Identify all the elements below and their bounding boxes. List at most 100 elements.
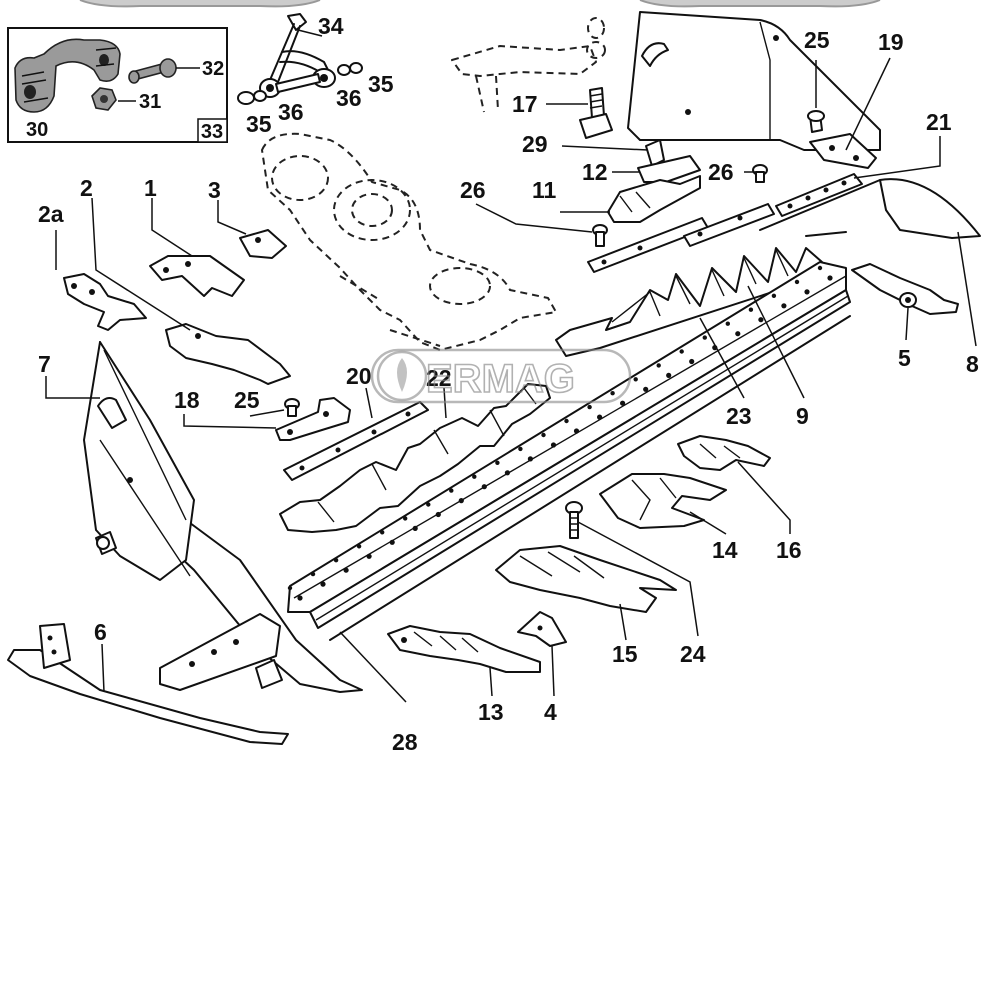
bar-rivet-hole: [403, 516, 408, 521]
bar-rivet-hole: [643, 386, 649, 392]
label-22: 22: [426, 365, 452, 391]
part-2a-hold-down: [55, 230, 147, 331]
part-16-guard: [677, 435, 791, 534]
label-28: 28: [392, 729, 418, 755]
label-25-top: 25: [804, 27, 830, 53]
inner-shoe-base-plate: [159, 613, 283, 691]
label-3: 3: [208, 177, 221, 203]
inset-ref-label: 33: [201, 121, 223, 143]
cutter-bar-beam: [287, 261, 851, 629]
bar-rivet-hole: [495, 460, 500, 465]
bar-rivet-hole: [725, 321, 730, 326]
part-29-clip: [561, 139, 665, 167]
label-7: 7: [38, 351, 51, 377]
part-32-bolt: [128, 58, 200, 84]
label-14: 14: [712, 537, 738, 563]
bar-rivet-hole: [573, 428, 580, 434]
label-18: 18: [174, 387, 200, 413]
bar-rivet-hole: [426, 502, 431, 507]
part-30-bracket: [14, 38, 121, 113]
bar-rivet-hole: [458, 498, 464, 504]
bar-rivet-hole: [356, 544, 362, 549]
bar-rivet-hole: [412, 525, 418, 532]
drive-linkage-dashed: [451, 17, 606, 113]
label-34: 34: [318, 13, 344, 39]
leader-23: [699, 317, 745, 399]
bar-rivet-hole: [527, 456, 534, 462]
bar-rivet-hole: [702, 335, 707, 340]
label-35-right: 35: [368, 71, 394, 97]
part-22-knife-sections: [279, 383, 551, 533]
part-26-left-bolt: [475, 203, 608, 247]
part-25-top-bolt: [807, 60, 825, 133]
part-4-ledger-plate: [517, 611, 567, 697]
label-11: 11: [532, 177, 557, 203]
label-9: 9: [796, 403, 809, 429]
bar-rivet-hole: [472, 474, 477, 479]
label-35-left: 35: [246, 111, 272, 137]
part-14-guard: [599, 473, 727, 535]
bar-rivet-hole: [771, 293, 777, 298]
part-31-nut: [91, 87, 136, 111]
label-32: 32: [202, 58, 224, 80]
part-15-guard: [495, 545, 677, 641]
bar-rivet-hole: [689, 358, 695, 365]
bar-rivet-hole: [366, 553, 372, 559]
part-28-knife-back: [329, 315, 851, 703]
bar-rivet-hole: [564, 418, 569, 424]
part-8-outer-divider: [759, 178, 981, 347]
part-20-knife-back-bar: [283, 387, 429, 481]
label-30: 30: [26, 119, 48, 141]
bar-rivet-hole: [758, 317, 764, 323]
bar-rivet-hole: [804, 289, 810, 295]
watermark-logo: ERMAG: [370, 348, 632, 404]
bar-rivet-hole: [633, 377, 638, 382]
bar-rivet-hole: [449, 488, 454, 493]
label-29: 29: [522, 131, 548, 157]
label-2a: 2a: [38, 201, 64, 227]
label-31: 31: [139, 91, 161, 113]
label-26-right: 26: [708, 159, 734, 185]
part-3-clip: [217, 200, 287, 259]
bar-rivet-hole: [620, 400, 626, 406]
label-2: 2: [80, 175, 93, 201]
inset-box: 33 32 31 30: [7, 27, 228, 143]
bar-rivet-hole: [817, 265, 823, 271]
label-13: 13: [478, 699, 504, 725]
bar-rivet-hole: [587, 404, 592, 410]
part-19-cover: [627, 11, 891, 169]
part-25-mid-bolt: [249, 398, 300, 417]
watermark-text: ERMAG: [426, 357, 575, 401]
label-25-mid: 25: [234, 387, 260, 413]
bar-rivet-hole: [827, 275, 833, 281]
bar-rivet-hole: [504, 470, 510, 476]
bar-rivet-hole: [518, 446, 523, 452]
part-12-knife-head-top: [612, 155, 701, 183]
part-13-guard: [387, 625, 541, 697]
part-2-guard-plate: [91, 197, 291, 385]
part-5-clip: [851, 263, 959, 341]
part-9-knife-plate: [587, 203, 775, 273]
part-6-skid: [7, 623, 289, 745]
part-17-bolt: [546, 87, 613, 139]
leader-9: [747, 285, 805, 399]
gearbox-dashed-outline: [261, 132, 557, 351]
bar-rivet-hole: [380, 530, 385, 535]
label-6: 6: [94, 619, 107, 645]
part-7-inner-shoe: [45, 341, 363, 693]
bar-rivet-hole: [781, 303, 787, 309]
part-18-hold-down-clip: [183, 397, 351, 441]
bar-rivet-hole: [310, 571, 316, 577]
bar-rivet-hole: [748, 307, 754, 312]
label-1: 1: [144, 175, 157, 201]
label-19: 19: [878, 29, 904, 55]
bar-rivet-hole: [481, 484, 487, 490]
part-21-wear-plate: [775, 136, 941, 217]
label-23: 23: [726, 403, 752, 429]
bar-rivet-hole: [320, 581, 326, 587]
bar-rivet-hole: [541, 432, 546, 438]
bar-rivet-hole: [679, 349, 684, 354]
bar-rivet-hole: [597, 414, 603, 420]
bar-rivet-hole: [735, 331, 741, 337]
